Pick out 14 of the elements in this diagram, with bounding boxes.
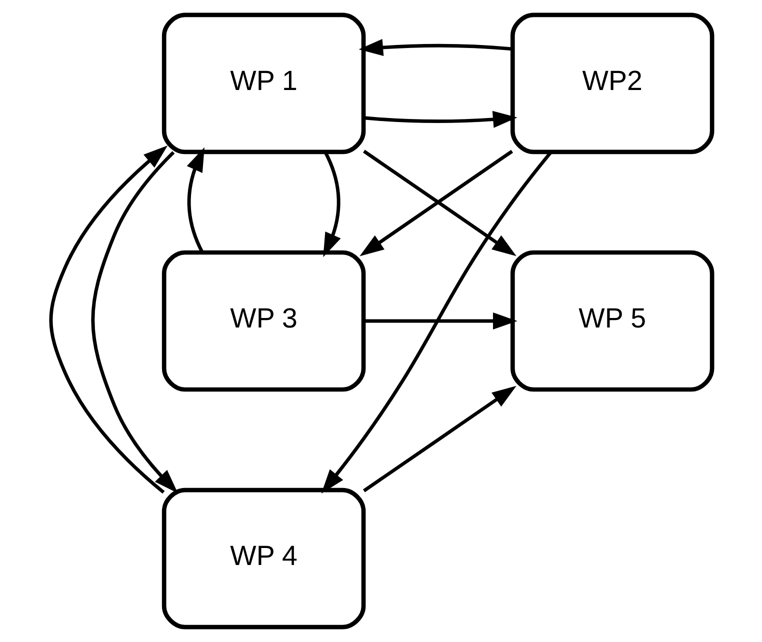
arrow [186, 147, 204, 254]
arrow [363, 312, 517, 330]
node-box: WP 1 [161, 12, 366, 154]
node-box: WP 4 [161, 488, 366, 630]
arrow [363, 110, 517, 128]
node-box: WP2 [510, 12, 714, 154]
arrow [362, 386, 516, 492]
arrow [48, 146, 168, 494]
node-box: WP 3 [161, 250, 366, 392]
arrow [90, 151, 178, 494]
arrow [358, 38, 512, 56]
node-box: WP 5 [510, 250, 714, 392]
arrow [322, 151, 340, 258]
arrow [320, 150, 552, 494]
